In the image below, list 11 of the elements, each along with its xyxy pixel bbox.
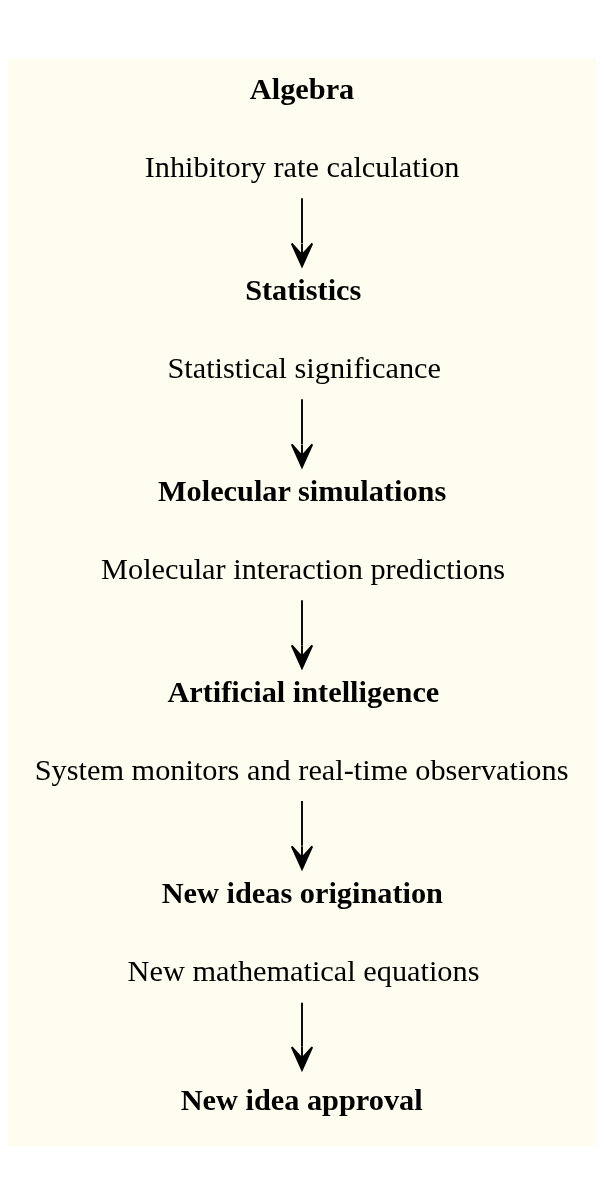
arrow [290,1001,314,1071]
arrow [290,398,314,469]
node-text: New ideas origination New mathematical equations [127,876,480,988]
node-text: Algebra Inhibitory rate calculation [144,72,460,185]
arrow [290,599,314,670]
node-text: Molecular simulations Molecular interaction predictions [101,474,506,586]
node-text: Artificial intelligence System monitors and real-time observations [34,675,569,787]
node-text: Statistics Statistical significance [167,273,441,385]
node-text: New idea approval [180,1082,423,1117]
arrow [290,197,314,268]
arrow [290,800,314,870]
